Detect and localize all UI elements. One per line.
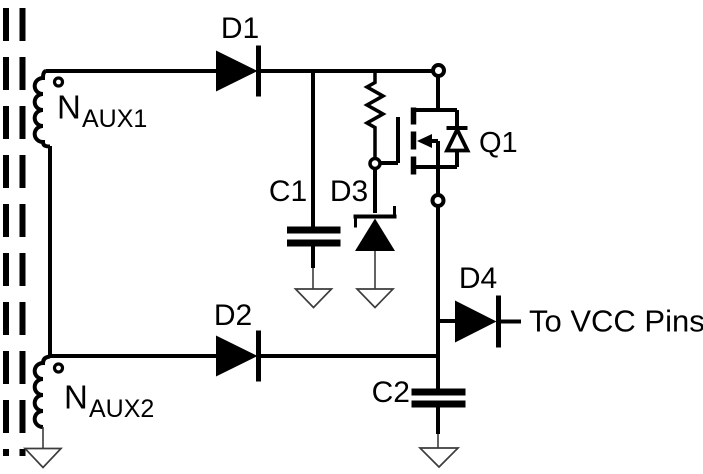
ground-symbol-c2 — [417, 447, 461, 469]
junction-nodes — [368, 63, 446, 208]
d1-anode-triangle — [216, 50, 258, 92]
d2-label: D2 — [214, 299, 252, 332]
transformer-core — [3, 8, 26, 456]
diode-d1 — [216, 45, 261, 97]
resistor-zigzag — [363, 71, 387, 158]
node-q1-drain — [431, 63, 446, 78]
naux1-subscript: AUX1 — [82, 105, 147, 133]
capacitor-c2 — [411, 388, 466, 469]
coil-naux1 — [32, 69, 51, 149]
naux2-subscript: AUX2 — [89, 395, 154, 423]
output-label: To VCC Pins — [529, 304, 703, 339]
d4-label: D4 — [459, 262, 497, 295]
ground-symbol-c1 — [293, 288, 334, 309]
q1-body-arrow — [417, 134, 432, 148]
d4-anode-triangle — [455, 300, 497, 343]
zener-d3 — [353, 168, 397, 309]
winding-naux1 — [32, 69, 65, 149]
ground-symbol-naux2 — [23, 447, 63, 469]
diode-d2 — [216, 330, 261, 382]
q1-label: Q1 — [479, 127, 518, 159]
ground-symbol-d3 — [354, 288, 396, 309]
c1-top-plate — [287, 226, 341, 234]
d2-anode-triangle — [216, 335, 258, 377]
c1-bottom-plate — [287, 239, 341, 247]
c1-label: C1 — [269, 175, 307, 208]
capacitor-c1 — [287, 226, 341, 309]
resistor-gate — [363, 71, 387, 158]
naux1-label: N — [57, 89, 81, 126]
d1-label: D1 — [221, 12, 259, 45]
c2-top-plate — [411, 388, 466, 396]
node-q1-gate — [368, 156, 382, 171]
d3-label: D3 — [330, 175, 368, 208]
winding-naux2 — [23, 354, 65, 469]
c2-bottom-plate — [411, 400, 466, 408]
naux2-label: N — [64, 379, 88, 416]
d3-anode-triangle — [355, 218, 395, 251]
wires — [46, 69, 455, 389]
diode-d4 — [455, 295, 521, 348]
polarity-dot-naux1 — [52, 76, 65, 88]
node-q1-source — [430, 193, 446, 208]
coil-naux2 — [32, 354, 51, 429]
polarity-dot-naux2 — [52, 362, 65, 374]
mosfet-q1 — [380, 76, 471, 195]
c2-label: C2 — [372, 376, 410, 409]
q1-bodydiode-triangle — [443, 125, 471, 153]
